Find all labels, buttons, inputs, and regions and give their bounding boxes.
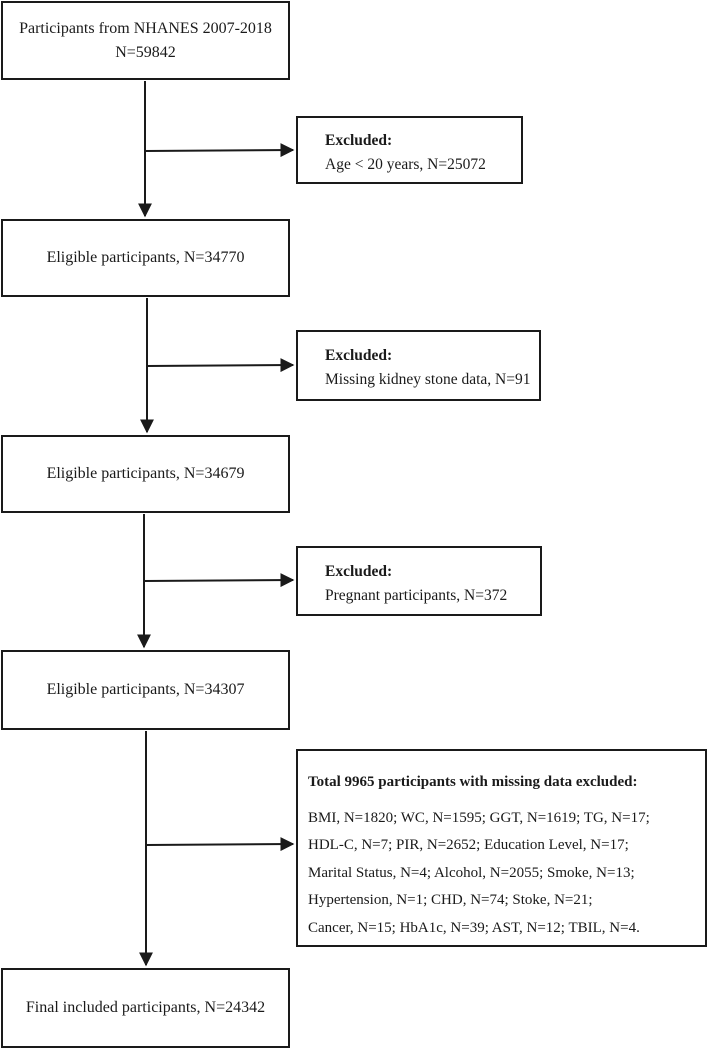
exclusion-heading: Excluded: (325, 347, 393, 364)
exclusion-box-missing-data: Total 9965 participants with missing dat… (296, 749, 707, 947)
exclusion-line: Pregnant participants, N=372 (325, 587, 508, 604)
exclusion-line: Hypertension, N=1; CHD, N=74; Stoke, N=2… (308, 892, 593, 908)
exclusion-line: Marital Status, N=4; Alcohol, N=2055; Sm… (308, 864, 635, 881)
step-text: Eligible participants, N=34679 (46, 465, 245, 482)
exclusion-line: Age < 20 years, N=25072 (325, 156, 486, 173)
exclusion-heading: Total 9965 participants with missing dat… (308, 774, 638, 790)
step-box-eligible-3: Eligible participants, N=34307 (1, 650, 290, 730)
exclusion-heading: Excluded: (325, 563, 393, 580)
arrow-right-3 (143, 573, 295, 588)
arrow-right-2 (146, 358, 295, 373)
exclusion-box-kidney-stone: Excluded: Missing kidney stone data, N=9… (296, 330, 541, 401)
exclusion-line: BMI, N=1820; WC, N=1595; GGT, N=1619; TG… (308, 809, 650, 826)
exclusion-box-pregnant: Excluded: Pregnant participants, N=372 (296, 546, 542, 616)
step-count: N=59842 (115, 43, 176, 61)
exclusion-heading: Excluded: (325, 132, 393, 149)
step-text: Eligible participants, N=34307 (46, 681, 245, 698)
step-box-eligible-2: Eligible participants, N=34679 (1, 435, 290, 513)
exclusion-line: HDL-C, N=7; PIR, N=2652; Education Level… (308, 837, 629, 853)
arrow-right-4 (145, 837, 295, 852)
exclusion-line: Cancer, N=15; HbA1c, N=39; AST, N=12; TB… (308, 919, 640, 936)
exclusion-box-age: Excluded: Age < 20 years, N=25072 (296, 116, 523, 184)
step-text: Final included participants, N=24342 (25, 999, 266, 1016)
exclusion-line: Missing kidney stone data, N=91 (325, 371, 531, 388)
step-box-final: Final included participants, N=24342 (1, 968, 290, 1048)
step-text: Participants from NHANES 2007-2018 (19, 19, 272, 37)
step-box-nhanes-participants: Participants from NHANES 2007-2018 N=598… (1, 1, 290, 80)
arrow-right-1 (144, 143, 295, 158)
step-box-eligible-1: Eligible participants, N=34770 (1, 219, 290, 297)
step-text: Eligible participants, N=34770 (46, 249, 245, 266)
